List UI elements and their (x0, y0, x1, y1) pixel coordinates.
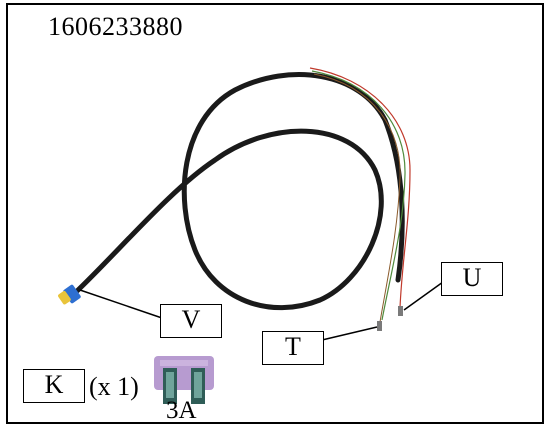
leader-u (403, 281, 444, 311)
leader-t (321, 326, 378, 341)
wire-brown (313, 73, 401, 323)
callout-v: V (160, 304, 222, 338)
callout-k: K (23, 369, 85, 403)
wire-green (311, 70, 406, 321)
fuse-3a (154, 356, 214, 404)
harness-cable (73, 72, 405, 311)
quantity-k: (x 1) (89, 372, 139, 401)
callout-u: U (441, 262, 503, 296)
wire-red (309, 67, 411, 309)
connector-v (58, 284, 81, 305)
fuse-rating: 3A (166, 397, 197, 424)
terminal-u (398, 306, 403, 316)
part-number: 1606233880 (48, 12, 183, 41)
callout-t: T (262, 331, 324, 365)
terminal-t (377, 321, 382, 331)
leader-v (79, 289, 163, 319)
